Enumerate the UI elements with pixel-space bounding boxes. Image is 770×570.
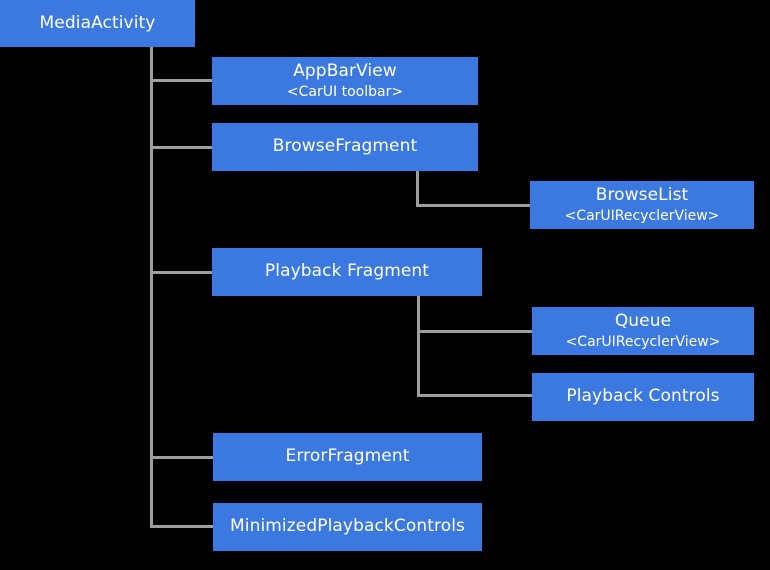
connector-browse-fragment-branch bbox=[416, 171, 419, 206]
connector-to-minimized-playback-controls bbox=[150, 525, 214, 528]
node-app-bar-view-subtitle: <CarUI toolbar> bbox=[286, 83, 404, 100]
connector-to-browse-fragment bbox=[150, 146, 213, 149]
node-playback-fragment-title: Playback Fragment bbox=[264, 261, 430, 282]
node-minimized-playback-controls[interactable]: MinimizedPlaybackControls bbox=[213, 503, 482, 551]
node-playback-controls-title: Playback Controls bbox=[566, 386, 720, 407]
node-playback-fragment[interactable]: Playback Fragment bbox=[212, 248, 482, 296]
connector-playback-fragment-to-queue bbox=[417, 330, 532, 333]
node-app-bar-view[interactable]: AppBarView <CarUI toolbar> bbox=[212, 57, 478, 105]
connector-browse-fragment-to-browse-list bbox=[416, 204, 532, 207]
connector-to-app-bar-view bbox=[150, 79, 213, 82]
node-browse-list-title: BrowseList bbox=[595, 185, 689, 206]
node-error-fragment-title: ErrorFragment bbox=[285, 446, 410, 467]
node-error-fragment[interactable]: ErrorFragment bbox=[213, 433, 482, 481]
connector-to-playback-fragment bbox=[150, 271, 213, 274]
node-media-activity-title: MediaActivity bbox=[39, 12, 156, 33]
node-playback-controls[interactable]: Playback Controls bbox=[532, 373, 754, 421]
connector-playback-fragment-to-playback-controls bbox=[417, 394, 532, 397]
node-minimized-playback-controls-title: MinimizedPlaybackControls bbox=[229, 516, 465, 537]
node-queue[interactable]: Queue <CarUIRecyclerView> bbox=[532, 307, 754, 355]
connector-playback-fragment-branch bbox=[417, 296, 420, 397]
node-browse-list[interactable]: BrowseList <CarUIRecyclerView> bbox=[530, 181, 754, 229]
node-browse-list-subtitle: <CarUIRecyclerView> bbox=[564, 207, 720, 224]
connector-trunk-main bbox=[150, 47, 153, 528]
connector-to-error-fragment bbox=[150, 456, 214, 459]
node-browse-fragment[interactable]: BrowseFragment bbox=[212, 123, 478, 171]
node-browse-fragment-title: BrowseFragment bbox=[272, 136, 418, 157]
node-app-bar-view-title: AppBarView bbox=[293, 61, 397, 82]
node-queue-title: Queue bbox=[614, 311, 672, 332]
node-media-activity[interactable]: MediaActivity bbox=[0, 0, 195, 47]
node-queue-subtitle: <CarUIRecyclerView> bbox=[565, 333, 721, 350]
